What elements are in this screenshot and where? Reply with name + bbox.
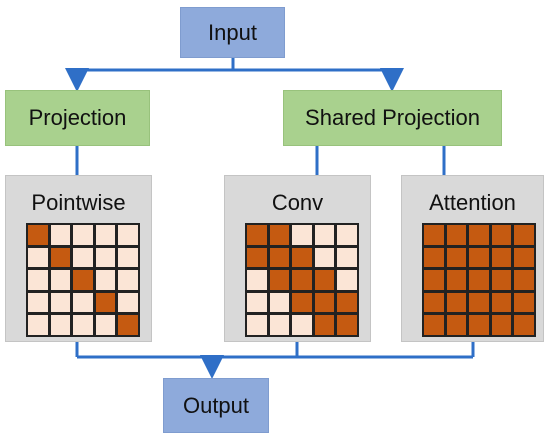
attention-cell-1-1 bbox=[445, 246, 468, 269]
pointwise-cell-2-4 bbox=[117, 269, 139, 291]
attention-cell-2-0 bbox=[423, 269, 445, 291]
conv-cell-3-4 bbox=[336, 291, 358, 314]
pointwise-title: Pointwise bbox=[31, 190, 126, 215]
conv-cell-0-4 bbox=[336, 224, 358, 246]
attention-panel: Attention bbox=[401, 175, 544, 342]
attention-cell-1-3 bbox=[490, 246, 513, 269]
pointwise-cell-3-1 bbox=[49, 291, 72, 314]
conv-cell-2-4 bbox=[336, 269, 358, 291]
conv-cell-1-2 bbox=[291, 246, 313, 269]
pointwise-cell-4-0 bbox=[27, 314, 49, 336]
conv-cell-4-1 bbox=[268, 314, 291, 336]
conv-cell-2-1 bbox=[268, 269, 291, 291]
attention-cell-4-1 bbox=[445, 314, 468, 336]
attention-cell-3-0 bbox=[423, 291, 445, 314]
attention-cell-0-0 bbox=[423, 224, 445, 246]
input-label: Input bbox=[208, 19, 257, 45]
pointwise-cell-1-1 bbox=[49, 246, 72, 269]
pointwise-matrix bbox=[26, 223, 140, 337]
input-node: Input bbox=[180, 7, 285, 58]
pointwise-cell-0-4 bbox=[117, 224, 139, 246]
pointwise-cell-4-2 bbox=[72, 314, 94, 336]
conv-cell-2-0 bbox=[246, 269, 268, 291]
attention-cell-4-2 bbox=[468, 314, 490, 336]
pointwise-cell-1-2 bbox=[72, 246, 94, 269]
pointwise-cell-4-4 bbox=[117, 314, 139, 336]
conv-cell-0-2 bbox=[291, 224, 313, 246]
pointwise-cell-0-3 bbox=[94, 224, 117, 246]
attention-cell-2-1 bbox=[445, 269, 468, 291]
attention-cell-0-1 bbox=[445, 224, 468, 246]
pointwise-cell-1-4 bbox=[117, 246, 139, 269]
projection-label: Projection bbox=[28, 105, 127, 130]
pointwise-cell-2-3 bbox=[94, 269, 117, 291]
projection-node: Projection bbox=[5, 90, 150, 146]
shared-projection-node: Shared Projection bbox=[283, 90, 502, 146]
attention-cell-1-2 bbox=[468, 246, 490, 269]
conv-cell-0-3 bbox=[313, 224, 336, 246]
conv-cell-3-0 bbox=[246, 291, 268, 314]
attention-cell-2-2 bbox=[468, 269, 490, 291]
attention-cell-1-4 bbox=[513, 246, 535, 269]
attention-cell-4-3 bbox=[490, 314, 513, 336]
pointwise-cell-0-1 bbox=[49, 224, 72, 246]
output-node: Output bbox=[163, 378, 269, 433]
conv-cell-3-1 bbox=[268, 291, 291, 314]
pointwise-cell-3-3 bbox=[94, 291, 117, 314]
shared-projection-label: Shared Projection bbox=[305, 105, 480, 130]
attention-matrix bbox=[422, 223, 536, 337]
conv-title: Conv bbox=[271, 190, 324, 215]
conv-cell-1-4 bbox=[336, 246, 358, 269]
output-label: Output bbox=[182, 392, 250, 418]
pointwise-cell-3-0 bbox=[27, 291, 49, 314]
conv-cell-3-2 bbox=[291, 291, 313, 314]
conv-cell-1-0 bbox=[246, 246, 268, 269]
conv-cell-2-2 bbox=[291, 269, 313, 291]
conv-cell-4-4 bbox=[336, 314, 358, 336]
conv-cell-4-2 bbox=[291, 314, 313, 336]
attention-cell-2-4 bbox=[513, 269, 535, 291]
attention-cell-1-0 bbox=[423, 246, 445, 269]
pointwise-cell-4-3 bbox=[94, 314, 117, 336]
conv-cell-4-0 bbox=[246, 314, 268, 336]
attention-cell-0-2 bbox=[468, 224, 490, 246]
pointwise-cell-2-0 bbox=[27, 269, 49, 291]
pointwise-panel: Pointwise bbox=[5, 175, 152, 342]
conv-cell-0-0 bbox=[246, 224, 268, 246]
pointwise-cell-4-1 bbox=[49, 314, 72, 336]
conv-panel: Conv bbox=[224, 175, 371, 342]
attention-cell-3-2 bbox=[468, 291, 490, 314]
attention-cell-3-3 bbox=[490, 291, 513, 314]
attention-cell-3-4 bbox=[513, 291, 535, 314]
pointwise-cell-3-4 bbox=[117, 291, 139, 314]
conv-matrix bbox=[245, 223, 359, 337]
attention-cell-0-3 bbox=[490, 224, 513, 246]
attention-cell-4-0 bbox=[423, 314, 445, 336]
conv-cell-0-1 bbox=[268, 224, 291, 246]
conv-cell-4-3 bbox=[313, 314, 336, 336]
pointwise-cell-3-2 bbox=[72, 291, 94, 314]
attention-cell-2-3 bbox=[490, 269, 513, 291]
attention-cell-3-1 bbox=[445, 291, 468, 314]
attention-title: Attention bbox=[429, 190, 516, 215]
attention-cell-0-4 bbox=[513, 224, 535, 246]
conv-cell-2-3 bbox=[313, 269, 336, 291]
pointwise-cell-0-2 bbox=[72, 224, 94, 246]
pointwise-cell-0-0 bbox=[27, 224, 49, 246]
conv-cell-1-1 bbox=[268, 246, 291, 269]
attention-cell-4-4 bbox=[513, 314, 535, 336]
pointwise-cell-2-2 bbox=[72, 269, 94, 291]
conv-cell-3-3 bbox=[313, 291, 336, 314]
pointwise-cell-1-0 bbox=[27, 246, 49, 269]
pointwise-cell-1-3 bbox=[94, 246, 117, 269]
conv-cell-1-3 bbox=[313, 246, 336, 269]
pointwise-cell-2-1 bbox=[49, 269, 72, 291]
